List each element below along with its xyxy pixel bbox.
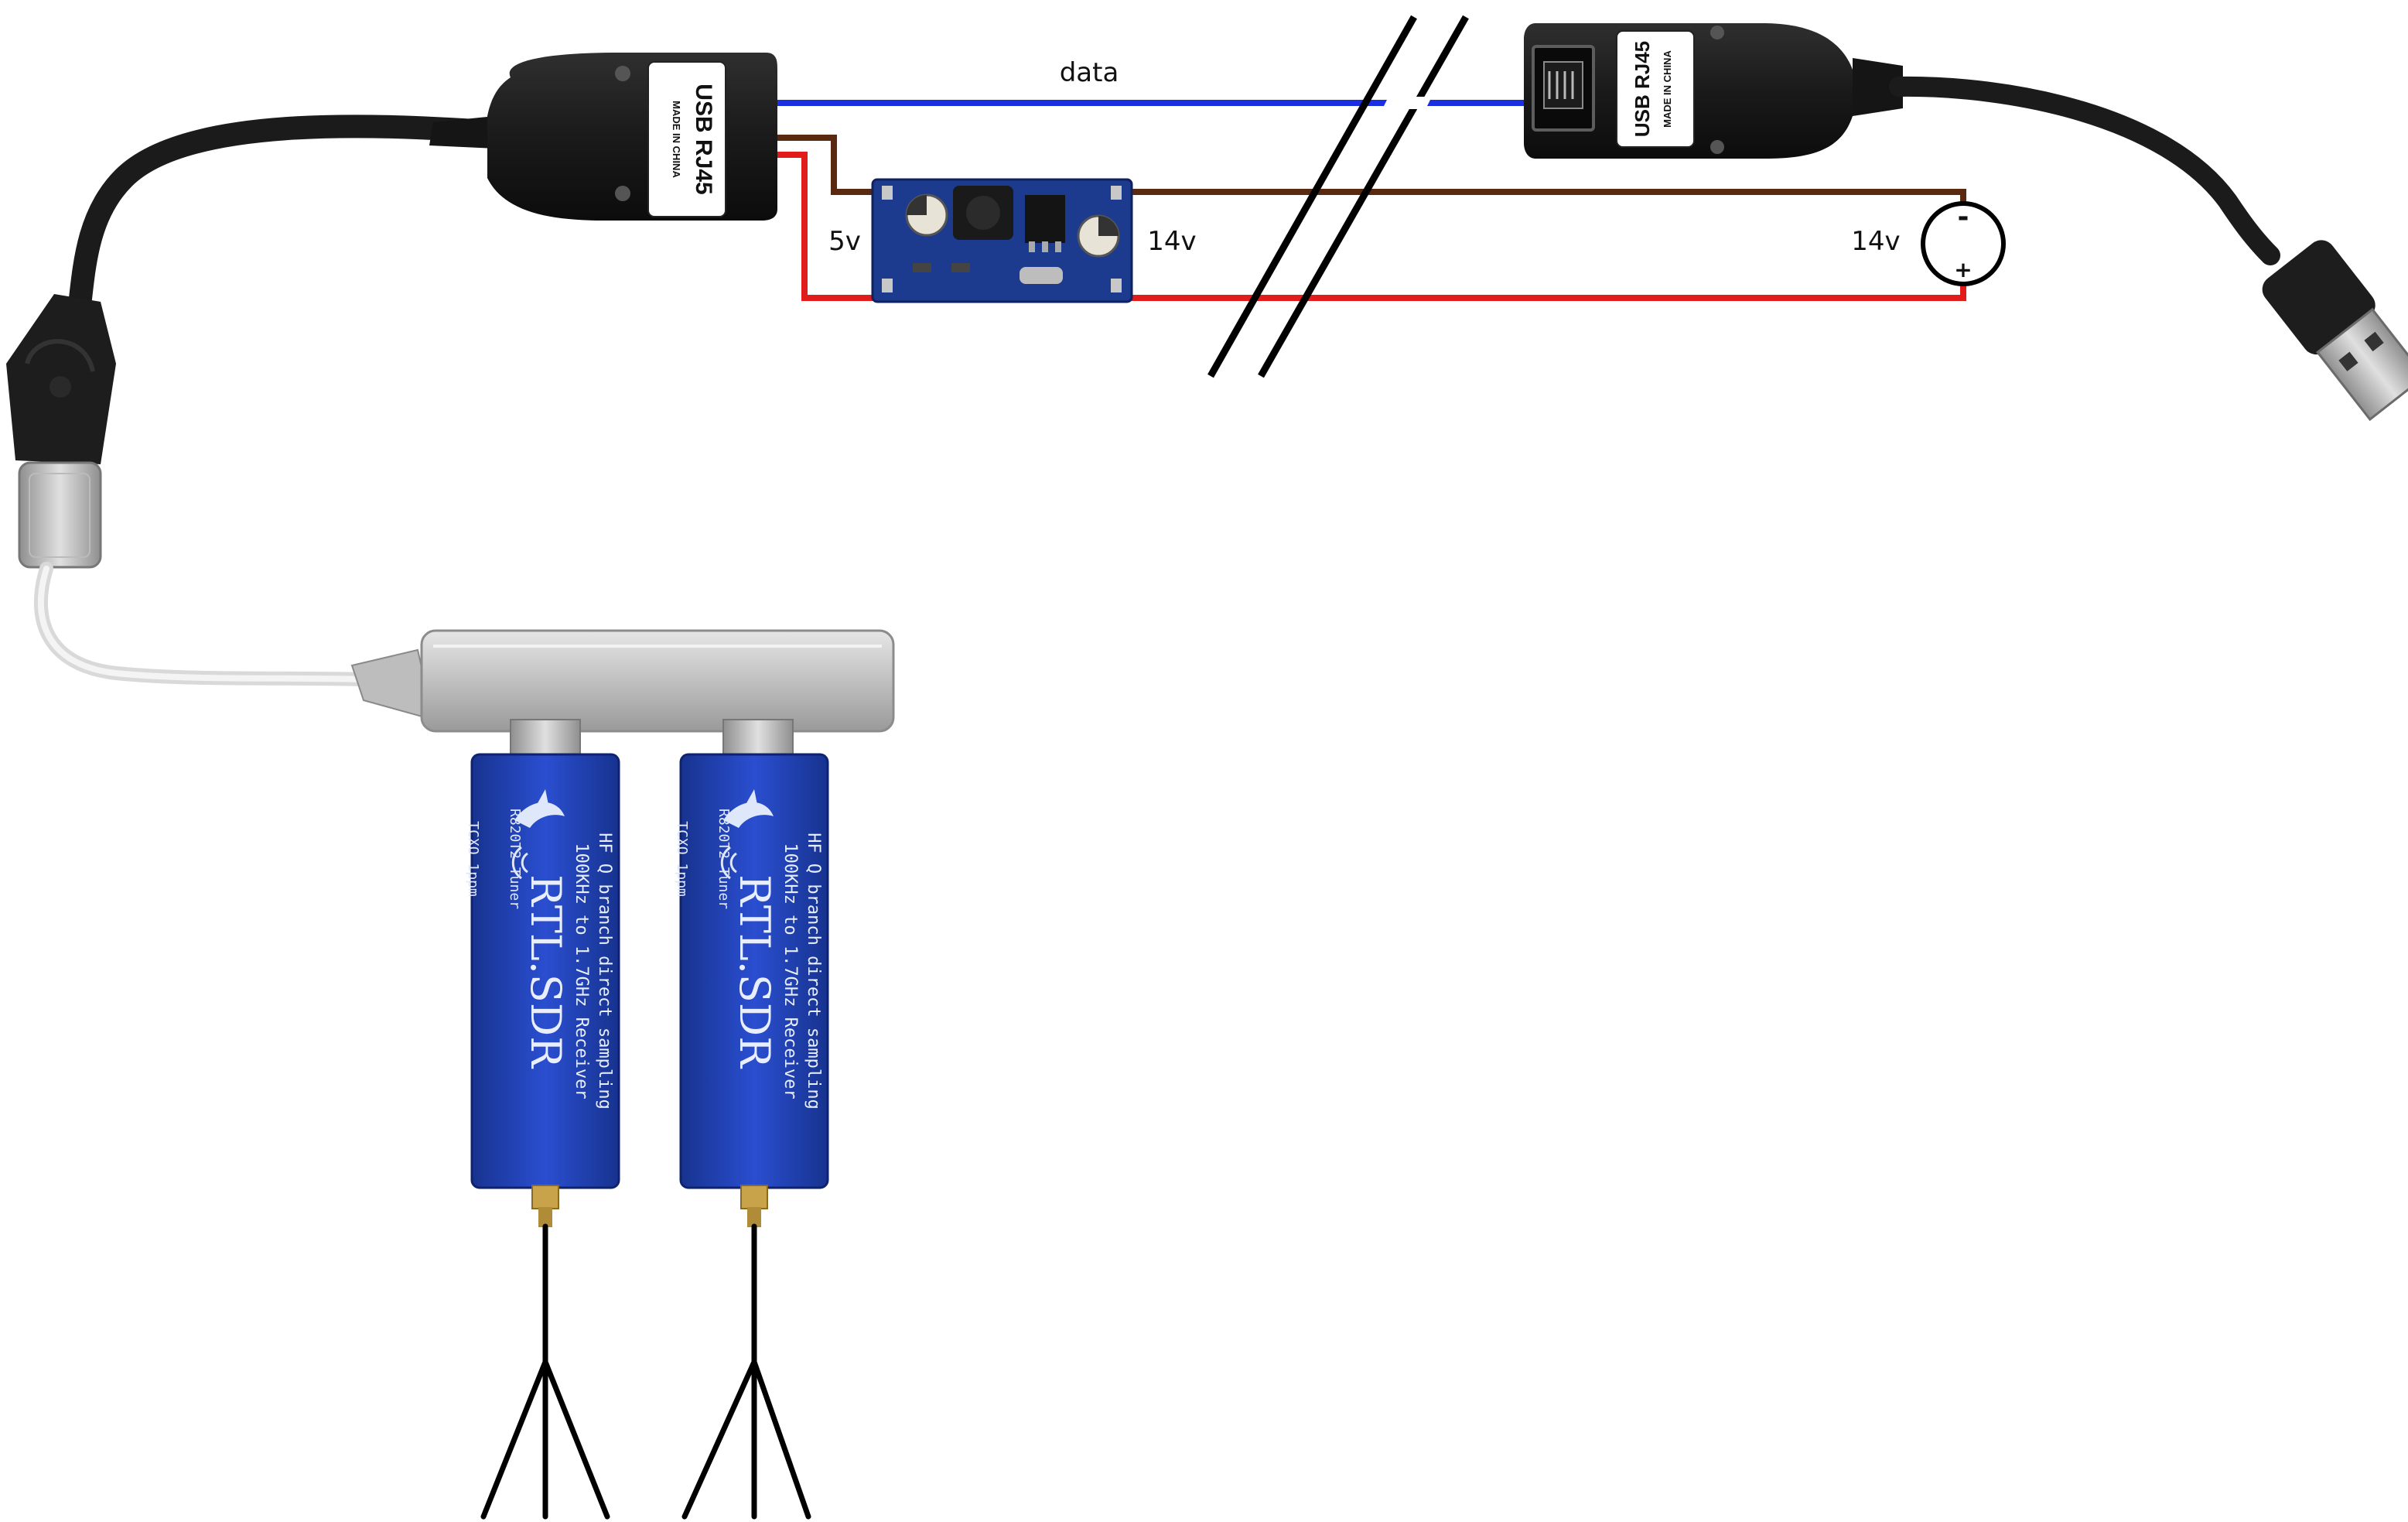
dc-power-supply: - + xyxy=(1923,201,2003,284)
sdr-2-name: RTL.SDR xyxy=(730,874,779,1069)
usb-hub xyxy=(352,631,893,731)
supply-plus-sign: + xyxy=(1954,257,1972,282)
adapter-left-subtitle: MADE IN CHINA xyxy=(671,101,682,178)
data-wire-label: data xyxy=(1060,57,1119,88)
sdr-2-tcxo: TCXO 1ppm xyxy=(674,821,690,897)
sdr-1-tuner: R820T2 Tuner xyxy=(507,809,523,909)
regulator-chip-icon xyxy=(1025,195,1065,243)
sdr-1-spec-sampling: HF Q branch direct sampling xyxy=(595,833,614,1110)
buck-input-voltage-label: 5v xyxy=(828,226,861,257)
white-usb-cable xyxy=(41,569,364,679)
dc-dc-converter-board xyxy=(873,180,1132,302)
usb-c-adapter xyxy=(19,463,101,567)
supply-voltage-label: 14v xyxy=(1851,226,1900,257)
sdr-dongle-2: RTL.SDR 100KHz to 1.7GHz Receiver HF Q b… xyxy=(674,720,828,1227)
left-adapter-cable xyxy=(73,126,487,348)
sdr-2-spec-sampling: HF Q branch direct sampling xyxy=(804,833,823,1110)
supply-minus-sign: - xyxy=(1958,201,1969,233)
sdr-1-name: RTL.SDR xyxy=(521,874,570,1069)
adapter-right-title: USB RJ45 xyxy=(1631,41,1654,137)
antenna-2 xyxy=(685,1226,808,1517)
usb-a-male-plug-right xyxy=(2256,234,2408,424)
buck-input-wire xyxy=(770,155,882,298)
buck-output-voltage-label: 14v xyxy=(1147,226,1196,257)
usb-a-plug-left xyxy=(6,294,116,464)
sdr-1-spec-range: 100KHz to 1.7GHz Receiver xyxy=(572,843,591,1099)
adapter-left-title: USB RJ45 xyxy=(691,84,716,194)
sdr-1-tcxo: TCXO 1ppm xyxy=(465,821,481,897)
antenna-1 xyxy=(483,1226,607,1517)
usb-rj45-adapter-left: USB RJ45 MADE IN CHINA xyxy=(487,53,777,221)
adapter-right-label xyxy=(1617,31,1694,147)
adapter-right-subtitle: MADE IN CHINA xyxy=(1662,50,1673,128)
sdr-2-tuner: R820T2 Tuner xyxy=(716,809,732,909)
cable-break-marks xyxy=(1211,17,1466,376)
sdr-2-spec-range: 100KHz to 1.7GHz Receiver xyxy=(780,843,800,1099)
usb-rj45-adapter-right: USB RJ45 MADE IN CHINA xyxy=(1524,23,1903,159)
sdr-dongle-1: RTL.SDR 100KHz to 1.7GHz Receiver HF Q b… xyxy=(465,720,619,1227)
